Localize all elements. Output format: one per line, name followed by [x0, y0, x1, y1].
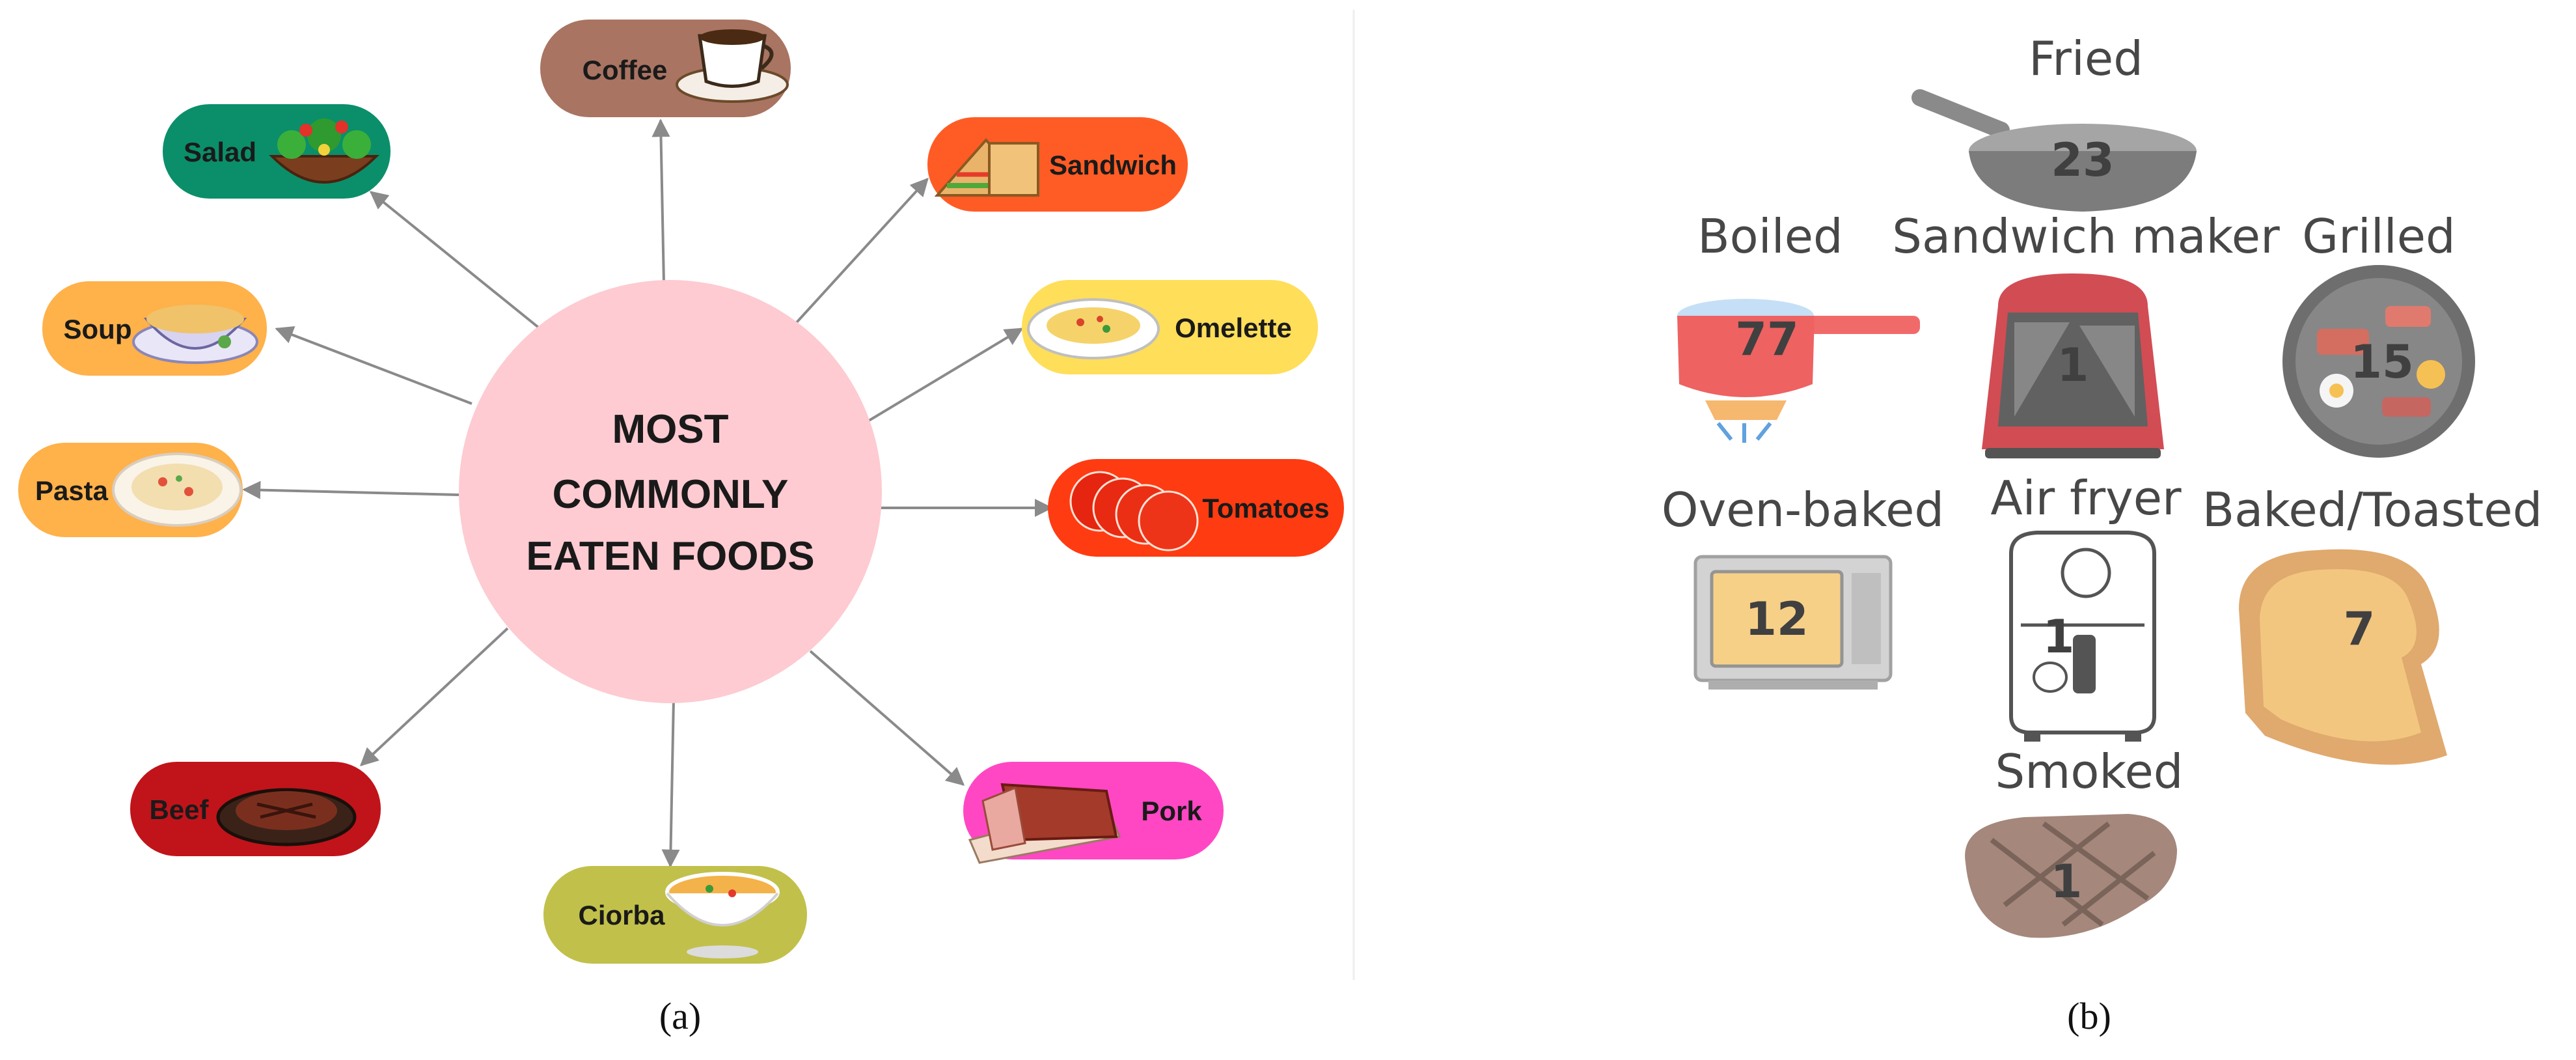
food-label-soup: Soup	[64, 314, 132, 344]
method-count-oven-baked: 12	[1745, 593, 1808, 646]
food-node-pasta: Pasta	[18, 443, 243, 537]
method-count-air-fryer: 1	[2043, 610, 2075, 663]
food-label-coffee: Coffee	[582, 55, 668, 85]
food-node-beef: Beef	[130, 762, 381, 856]
arrow-soup	[275, 326, 473, 405]
food-node-ciorba: Ciorba	[543, 866, 807, 964]
center-title-line1: MOST	[612, 407, 728, 452]
panel-a: MOST COMMONLY EATEN FOODS Coffee Sandwic…	[10, 7, 1354, 1037]
method-baked-toasted: Baked/Toasted 7	[2202, 482, 2543, 765]
method-sandwich-maker: Sandwich maker 1	[1892, 209, 2280, 458]
food-node-salad: Salad	[163, 104, 391, 199]
center-node: MOST COMMONLY EATEN FOODS	[459, 280, 882, 703]
food-label-sandwich: Sandwich	[1049, 150, 1177, 180]
pork-roast-icon	[968, 783, 1121, 864]
method-count-fried: 23	[2051, 133, 2114, 187]
frying-pan-icon	[1911, 89, 2197, 212]
method-label-air-fryer: Air fryer	[1990, 471, 2182, 525]
arrow-salad	[369, 191, 541, 330]
method-smoked: Smoked 1	[1965, 744, 2184, 938]
food-node-tomatoes: Tomatoes	[1048, 459, 1344, 557]
food-node-coffee: Coffee	[540, 20, 791, 117]
method-label-grilled: Grilled	[2302, 209, 2455, 264]
sandwich-icon	[934, 137, 1039, 197]
pasta-plate-icon	[112, 453, 242, 527]
food-label-pasta: Pasta	[35, 475, 109, 506]
arrow-pork	[809, 650, 965, 786]
caption-b: (b)	[2067, 995, 2111, 1037]
air-fryer-icon	[2009, 531, 2156, 742]
method-air-fryer: Air fryer 1	[1990, 471, 2182, 742]
food-node-omelette: Omelette	[1022, 280, 1318, 374]
method-label-boiled: Boiled	[1697, 209, 1843, 264]
method-label-baked-toasted: Baked/Toasted	[2202, 482, 2543, 537]
method-grilled: Grilled 15	[2282, 209, 2475, 458]
oven-icon	[1693, 555, 1893, 690]
coffee-cup-icon	[676, 29, 789, 103]
toast-slice-icon	[2239, 549, 2447, 765]
steak-platter-icon	[216, 788, 357, 846]
sandwich-maker-icon	[1982, 273, 2164, 458]
method-count-baked-toasted: 7	[2344, 602, 2376, 656]
food-node-soup: Soup	[42, 281, 267, 376]
soup-plate-icon	[132, 305, 258, 364]
soup-bowl-icon	[665, 872, 780, 958]
method-fried: Fried 23	[1911, 31, 2197, 212]
center-title-line3: EATEN FOODS	[526, 534, 814, 579]
method-label-oven-baked: Oven-baked	[1662, 482, 1944, 537]
arrow-omelette	[858, 328, 1024, 428]
food-node-sandwich: Sandwich	[927, 117, 1188, 212]
food-label-beef: Beef	[149, 794, 209, 825]
center-circle	[459, 280, 882, 703]
tomato-slices-icon	[1069, 471, 1199, 551]
method-oven-baked: Oven-baked 12	[1662, 482, 1944, 690]
method-label-fried: Fried	[2029, 31, 2143, 86]
arrow-beef	[359, 627, 509, 766]
method-count-smoked: 1	[2051, 855, 2083, 908]
center-title-line2: COMMONLY	[553, 472, 789, 517]
arrow-ciorba	[661, 699, 680, 868]
method-label-smoked: Smoked	[1995, 744, 2183, 799]
food-node-pork: Pork	[963, 762, 1224, 864]
method-count-boiled: 77	[1735, 313, 1798, 366]
grill-icon	[2282, 265, 2475, 458]
salad-bowl-icon	[269, 119, 379, 184]
food-label-omelette: Omelette	[1175, 313, 1292, 343]
method-count-grilled: 15	[2350, 335, 2413, 389]
food-label-ciorba: Ciorba	[578, 900, 665, 930]
method-boiled: Boiled 77	[1677, 209, 1920, 443]
arrow-coffee	[651, 119, 670, 284]
food-label-salad: Salad	[184, 137, 256, 167]
method-label-sandwich-maker: Sandwich maker	[1892, 209, 2280, 264]
connector-arrows	[242, 119, 1053, 868]
arrow-pasta	[242, 481, 459, 499]
method-count-sandwich-maker: 1	[2057, 339, 2089, 392]
food-label-pork: Pork	[1141, 796, 1202, 826]
smoked-steak-icon	[1965, 814, 2177, 938]
boiling-pot-icon	[1677, 299, 1920, 443]
caption-a: (a)	[659, 995, 701, 1037]
arrow-sandwich	[789, 177, 929, 330]
food-label-tomatoes: Tomatoes	[1202, 493, 1329, 523]
panel-b: Fried 23 Boiled 77 Sandwich maker	[1662, 31, 2542, 938]
omelette-plate-icon	[1027, 298, 1160, 359]
